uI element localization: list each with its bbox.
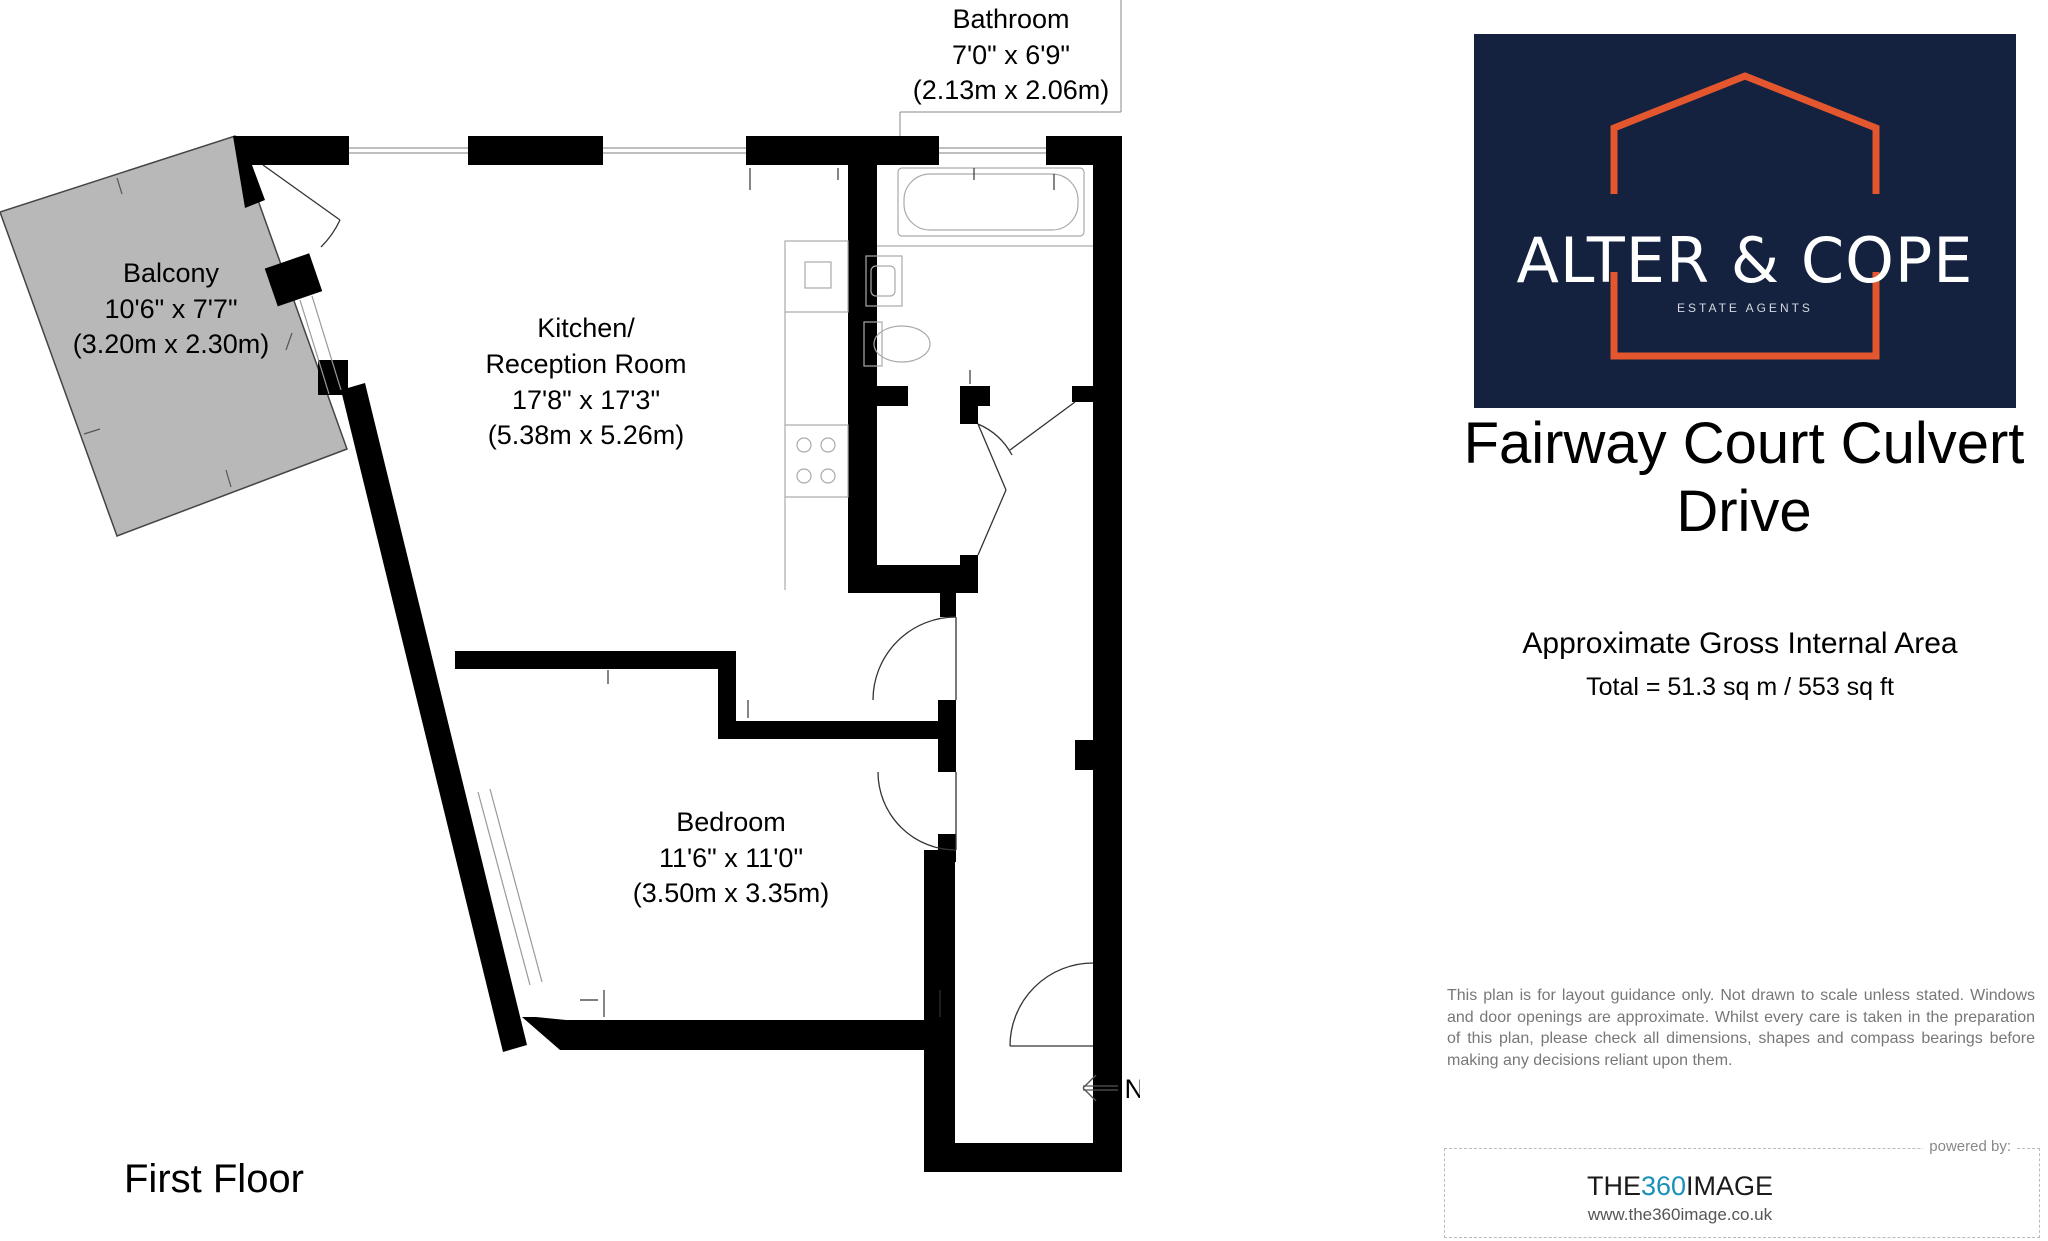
property-title-line2: Drive <box>1676 479 1812 544</box>
disclaimer-text: This plan is for layout guidance only. N… <box>1447 987 2035 1069</box>
logo-tagline: ESTATE AGENTS <box>1677 301 1813 315</box>
balcony-metric: (3.20m x 2.30m) <box>73 329 270 359</box>
brand-box: powered by: THE360IMAGE www.the360image.… <box>1444 1138 2040 1238</box>
balcony-imperial: 10'6" x 7'7" <box>104 294 237 324</box>
kitchen-name-line1: Kitchen/ <box>537 313 635 343</box>
floor-plan: N Bathroom 7'0" x 6'9" (2.13m x 2.06m) B… <box>0 0 1140 1201</box>
entrance-label: IN <box>1117 1074 1140 1104</box>
balcony-name: Balcony <box>123 258 220 288</box>
bedroom-imperial: 11'6" x 11'0" <box>659 843 803 873</box>
brand-url: www.the360image.co.uk <box>1587 1205 1773 1224</box>
powered-by-label: powered by: <box>1923 1138 2017 1155</box>
bathroom-imperial: 7'0" x 6'9" <box>952 40 1070 70</box>
floor-label: First Floor <box>124 1157 304 1201</box>
bathroom-name: Bathroom <box>952 4 1069 34</box>
house-outline-icon <box>1610 72 1880 194</box>
kitchen-imperial: 17'8" x 17'3" <box>512 385 660 415</box>
area-label: Approximate Gross Internal Area <box>1522 627 1958 660</box>
kitchen-metric: (5.38m x 5.26m) <box>488 420 685 450</box>
brand-name-part1: THE <box>1586 1171 1641 1201</box>
balcony-area <box>0 135 348 537</box>
brand-name-part3: IMAGE <box>1686 1171 1774 1201</box>
walls <box>233 136 1122 1172</box>
brand-name-part2: 360 <box>1640 1171 1687 1201</box>
brand-name: THE360IMAGE <box>1445 1171 1915 1202</box>
bathroom-metric: (2.13m x 2.06m) <box>913 75 1110 105</box>
property-title: Fairway Court Culvert Drive <box>1440 410 2048 546</box>
kitchen-name-line2: Reception Room <box>485 349 686 379</box>
area-total: Total = 51.3 sq m / 553 sq ft <box>1586 673 1894 701</box>
bedroom-metric: (3.50m x 3.35m) <box>633 878 830 908</box>
logo-name: ALTER & COPE <box>1516 224 1974 297</box>
property-title-line1: Fairway Court Culvert <box>1463 411 2025 476</box>
bedroom-name: Bedroom <box>676 807 786 837</box>
agency-logo: ALTER & COPE ESTATE AGENTS <box>1474 34 2016 408</box>
